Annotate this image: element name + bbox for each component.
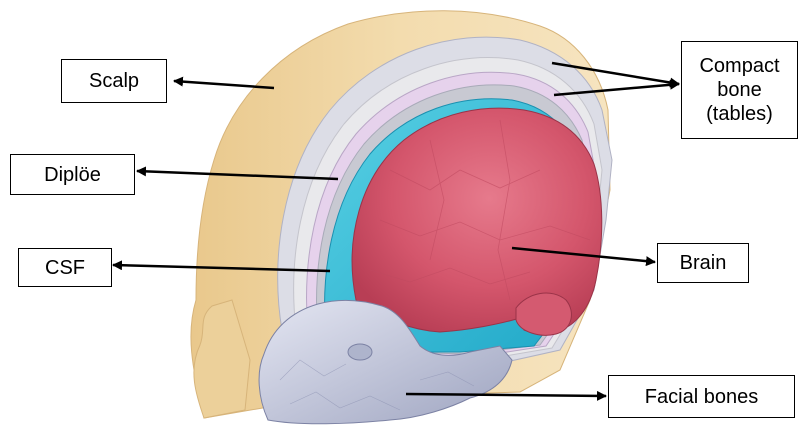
label-compact-bone-line-1: Compact bbox=[699, 54, 779, 78]
label-csf: CSF bbox=[18, 248, 112, 287]
cerebellum bbox=[516, 293, 571, 335]
label-compact-bone: Compact bone (tables) bbox=[681, 41, 798, 139]
label-scalp: Scalp bbox=[61, 59, 167, 103]
label-diploe: Diplöe bbox=[10, 154, 135, 195]
label-compact-bone-line-2: bone bbox=[717, 78, 762, 102]
label-compact-bone-line-3: (tables) bbox=[706, 102, 773, 126]
label-facial-bones: Facial bones bbox=[608, 375, 795, 418]
orbit-hole bbox=[348, 344, 372, 360]
label-brain: Brain bbox=[657, 243, 749, 283]
